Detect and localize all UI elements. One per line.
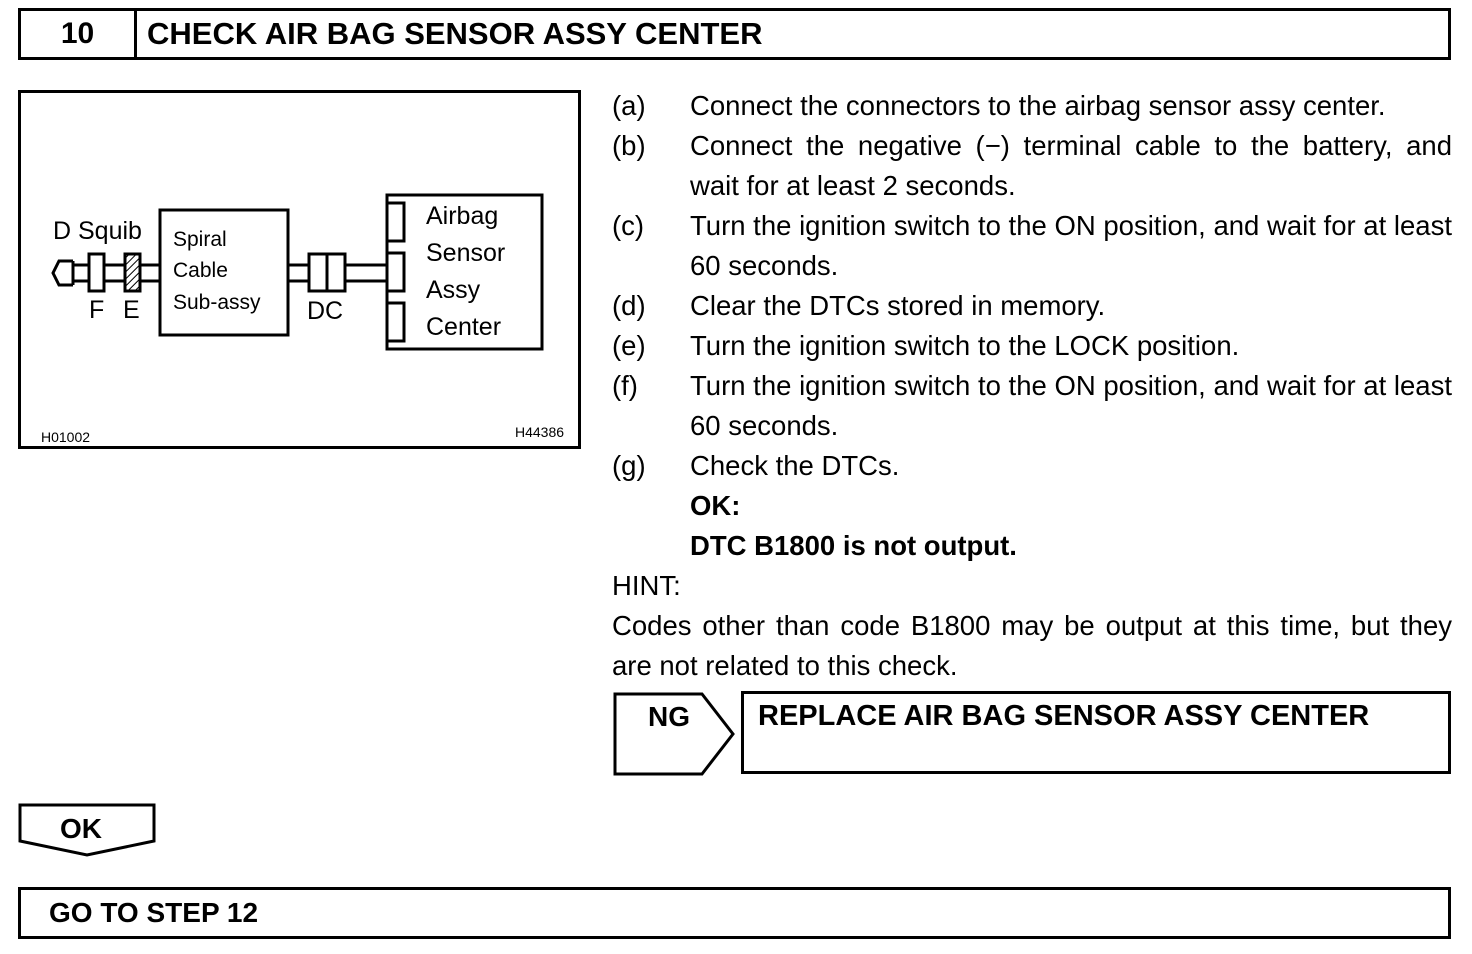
procedure-step: (d) Clear the DTCs stored in memory. [612,286,1452,326]
step-text: Turn the ignition switch to the ON posit… [690,370,1452,441]
connector-f-label: F [89,296,104,324]
step-header: 10 CHECK AIR BAG SENSOR ASSY CENTER [18,8,1451,60]
step-letter: (g) [612,450,646,481]
figure-code-right: H44386 [515,424,564,440]
step-letter: (e) [612,330,646,361]
sensor-label-1: Airbag [426,202,498,230]
spiral-label-2: Cable [173,259,228,282]
ng-action: REPLACE AIR BAG SENSOR ASSY CENTER [758,700,1370,732]
step-text: Clear the DTCs stored in memory. [690,290,1106,321]
procedure-step: (a) Connect the connectors to the airbag… [612,86,1452,126]
ng-label: NG [648,701,690,732]
connector-dc-label: DC [307,297,343,325]
step-number: 10 [21,11,137,57]
squib-label: D Squib [53,217,142,245]
connector-e-label: E [123,296,140,324]
step-letter: (a) [612,90,646,121]
procedure-step: (b) Connect the negative (−) terminal ca… [612,126,1452,206]
procedure-step: (e) Turn the ignition switch to the LOCK… [612,326,1452,366]
step-text: Turn the ignition switch to the ON posit… [690,210,1452,281]
wiring-diagram-svg: D Squib F E Spiral Cable Sub-assy DC Air… [41,193,564,445]
go-to-step-box: GO TO STEP 12 [18,887,1451,939]
step-text: Check the DTCs. [690,450,900,481]
spiral-cable-box [158,208,290,337]
step-letter: (f) [612,370,638,401]
ok-label: OK: [690,490,741,521]
sensor-label-4: Center [426,313,501,341]
procedure-list: (a) Connect the connectors to the airbag… [612,86,1452,686]
procedure-step: (c) Turn the ignition switch to the ON p… [612,206,1452,286]
wiring-diagram: D Squib F E Spiral Cable Sub-assy DC Air… [18,90,581,449]
ok-condition: DTC B1800 is not output. [690,530,1017,561]
connector-c-shape [325,252,347,293]
spiral-label-3: Sub-assy [173,291,261,314]
connector-f-shape [87,252,106,293]
step-text: Connect the connectors to the airbag sen… [690,90,1386,121]
ok-arrow: OK [18,803,156,857]
step-text: Connect the negative (−) terminal cable … [690,130,1452,201]
step-letter: (c) [612,210,645,241]
ng-action-box: REPLACE AIR BAG SENSOR ASSY CENTER [741,691,1451,774]
figure-code-left: H01002 [41,429,90,445]
hint-label: HINT: [612,570,681,601]
step-letter: (b) [612,130,646,161]
go-to-step: GO TO STEP 12 [49,897,259,928]
step-letter: (d) [612,290,646,321]
connector-d-shape [307,252,329,293]
step-text: Turn the ignition switch to the LOCK pos… [690,330,1240,361]
squib-plug-shape [51,259,73,287]
ng-arrow: NG [613,692,735,776]
connector-e-shape [123,252,142,293]
ok-result-label: OK [60,813,102,844]
sensor-label-3: Assy [426,276,481,304]
hint-text: Codes other than code B1800 may be outpu… [612,610,1452,681]
procedure-step: (g) Check the DTCs. [612,446,1452,486]
airbag-sensor-box [385,193,544,351]
sensor-label-2: Sensor [426,239,505,267]
step-title: CHECK AIR BAG SENSOR ASSY CENTER [147,16,763,51]
spiral-label-1: Spiral [173,228,227,251]
procedure-step: (f) Turn the ignition switch to the ON p… [612,366,1452,446]
